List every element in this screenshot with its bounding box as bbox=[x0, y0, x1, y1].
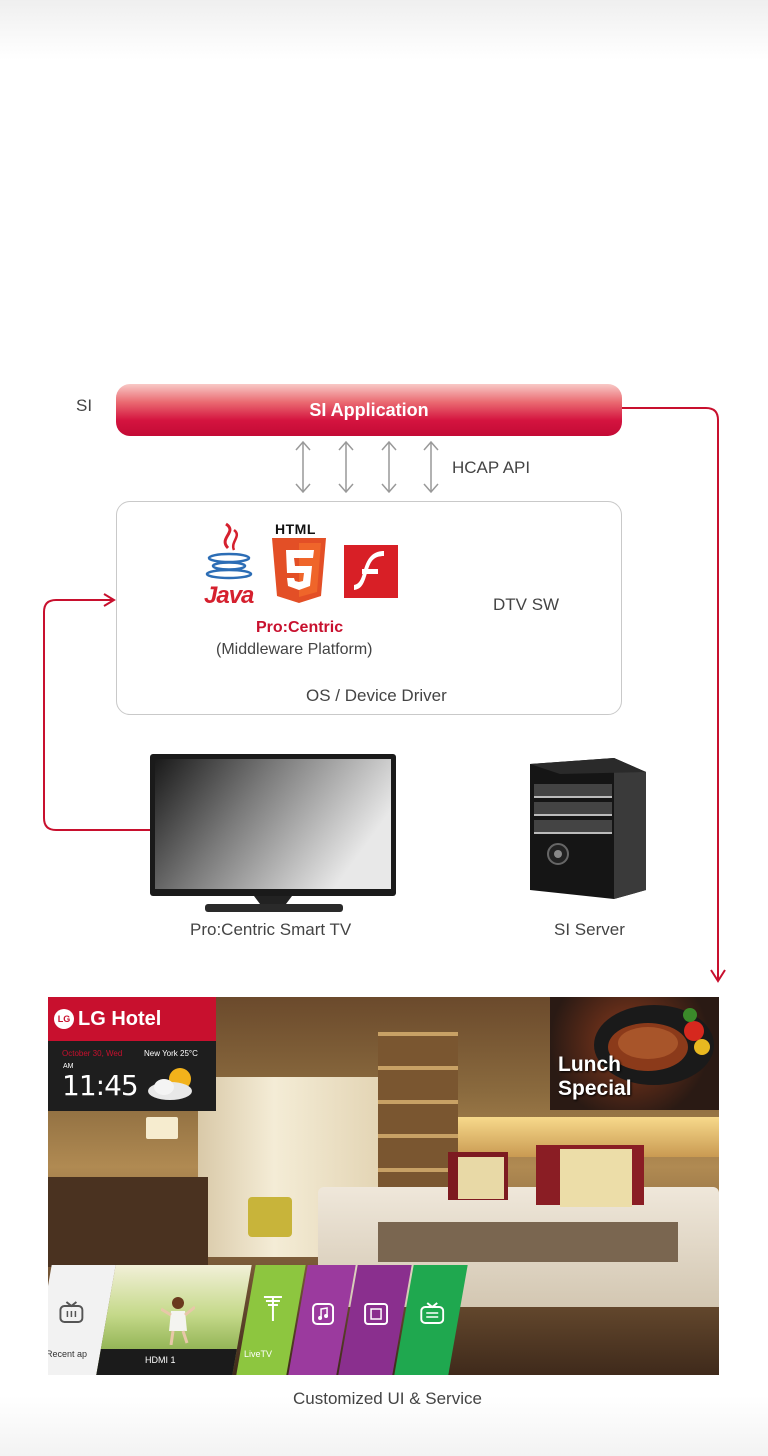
ampm-text: AM bbox=[63, 1063, 74, 1070]
feedback-arrowhead bbox=[103, 593, 116, 607]
tile-hdmi1[interactable]: HDMI 1 bbox=[96, 1265, 252, 1375]
pillow-cream-right bbox=[560, 1149, 632, 1207]
si-application-box: SI Application bbox=[116, 384, 622, 436]
bed-runner bbox=[378, 1222, 678, 1262]
si-server-caption: SI Server bbox=[554, 920, 625, 939]
tile-livetv-label: LiveTV bbox=[244, 1349, 273, 1359]
os-driver-label: OS / Device Driver bbox=[306, 686, 447, 705]
girl-running-image bbox=[161, 1297, 195, 1345]
html5-logo-text: HTML bbox=[275, 521, 316, 537]
channel-tv-icon bbox=[420, 1302, 445, 1324]
si-label: SI bbox=[76, 396, 93, 415]
tv-icon bbox=[59, 1301, 84, 1323]
time-text: 11:45 bbox=[62, 1069, 139, 1102]
feedback-arrow bbox=[43, 599, 152, 831]
flash-icon bbox=[344, 545, 398, 598]
tile-recent-label: Recent ap bbox=[48, 1349, 88, 1359]
deploy-arrow bbox=[622, 407, 719, 980]
tile-channel[interactable] bbox=[394, 1265, 468, 1375]
tile-livetv[interactable]: LiveTV bbox=[236, 1265, 306, 1375]
tile-hdmi-label: HDMI 1 bbox=[144, 1355, 176, 1365]
lunch-special-promo[interactable]: Lunch Special bbox=[550, 997, 719, 1110]
lunch-special-text: Lunch Special bbox=[558, 1053, 632, 1101]
lamp bbox=[146, 1117, 178, 1139]
dtv-sw-label: DTV SW bbox=[493, 595, 560, 614]
lg-hotel-banner: LG LG Hotel bbox=[48, 997, 216, 1041]
desk bbox=[48, 1177, 208, 1267]
lunch-line-1: Lunch bbox=[558, 1053, 621, 1076]
dtv-sw-box bbox=[116, 501, 622, 715]
clock-weather-panel: October 30, Wed New York 25°C AM 11:45 bbox=[48, 1041, 216, 1111]
tile-recent-apps[interactable]: Recent ap bbox=[48, 1265, 116, 1375]
si-server-image bbox=[530, 758, 646, 899]
tile-video[interactable] bbox=[338, 1265, 412, 1375]
antenna-icon bbox=[263, 1296, 282, 1321]
hcap-arrows bbox=[295, 440, 439, 494]
si-application-label: SI Application bbox=[309, 399, 429, 420]
lg-logo-icon: LG bbox=[54, 1009, 74, 1029]
pillow-cream-left bbox=[458, 1157, 504, 1199]
procentric-subtitle: (Middleware Platform) bbox=[216, 641, 373, 658]
yellow-chair bbox=[248, 1197, 292, 1237]
procentric-name: Pro:Centric bbox=[256, 619, 344, 636]
tile-music[interactable] bbox=[288, 1265, 356, 1375]
date-text: October 30, Wed bbox=[62, 1049, 123, 1058]
lg-hotel-title: LG Hotel bbox=[78, 1007, 162, 1030]
steak-plate-image bbox=[594, 1005, 714, 1085]
music-icon bbox=[312, 1303, 335, 1325]
lunch-line-2: Special bbox=[558, 1077, 632, 1100]
customized-ui-caption: Customized UI & Service bbox=[293, 1389, 482, 1408]
java-icon bbox=[205, 522, 253, 580]
hotel-ui-screenshot: LG LG Hotel October 30, Wed New York 25°… bbox=[48, 997, 719, 1375]
java-logo-text: Java bbox=[204, 582, 254, 609]
smart-tv-image bbox=[150, 754, 396, 912]
film-icon bbox=[364, 1303, 389, 1325]
html5-icon bbox=[272, 538, 326, 603]
hcap-api-label: HCAP API bbox=[452, 458, 531, 477]
partly-sunny-icon bbox=[148, 1068, 192, 1100]
deploy-arrowhead bbox=[710, 969, 726, 983]
city-temperature: New York 25°C bbox=[144, 1049, 198, 1058]
smart-tv-caption: Pro:Centric Smart TV bbox=[190, 920, 352, 939]
